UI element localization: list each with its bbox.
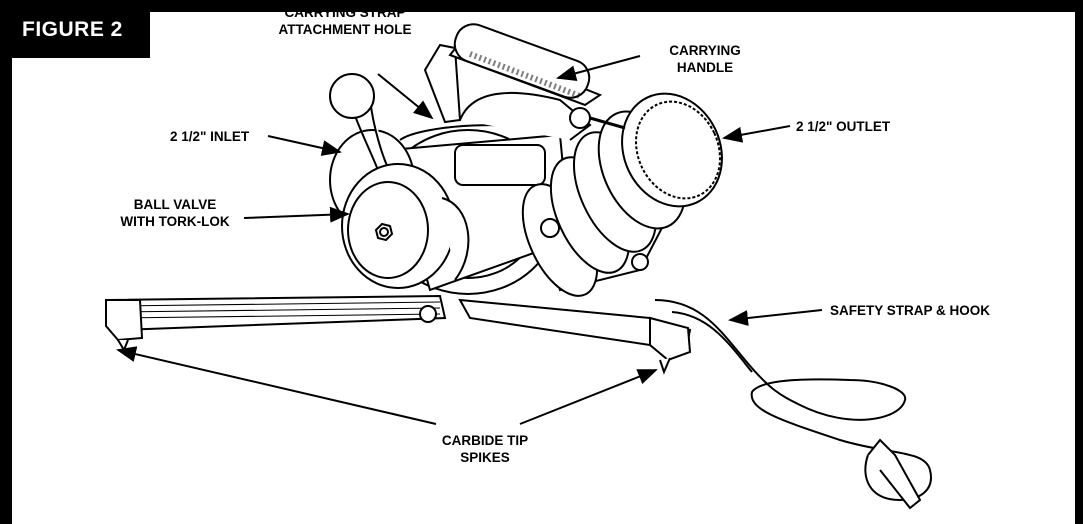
callout-line: 2 1/2" INLET <box>170 129 250 144</box>
callout-line: HANDLE <box>676 60 734 75</box>
leader-strap-hole <box>377 73 434 120</box>
figure-label: FIGURE 2 <box>22 18 123 41</box>
leader-handle <box>556 55 641 82</box>
safety-strap <box>654 299 932 510</box>
callout-inlet: 2 1/2" INLET <box>170 128 249 145</box>
callout-line: SPIKES <box>460 450 510 465</box>
callout-outlet: 2 1/2" OUTLET <box>796 118 890 135</box>
callout-line: WITH TORK-LOK <box>120 214 230 229</box>
ball-valve-wheel <box>341 163 470 289</box>
outlet-coupling <box>521 92 723 297</box>
callout-line: CARRYING STRAP <box>284 5 406 20</box>
callout-carbide-spikes: CARBIDE TIP SPIKES <box>420 432 550 466</box>
figure-panel-top <box>150 12 1075 72</box>
leader-ball-valve <box>243 206 350 223</box>
callout-line: ATTACHMENT HOLE <box>278 22 412 37</box>
callout-safety-strap: SAFETY STRAP & HOOK <box>830 302 990 319</box>
leader-outlet <box>722 125 791 143</box>
leader-spike-right <box>519 369 658 425</box>
carrying-handle <box>423 23 626 141</box>
leg-assembly <box>105 294 692 375</box>
callout-line: 2 1/2" OUTLET <box>796 119 891 134</box>
callout-line: CARBIDE TIP <box>441 433 529 448</box>
callout-ball-valve: BALL VALVE WITH TORK-LOK <box>100 196 250 230</box>
leader-spike-left <box>116 346 437 425</box>
callout-line: CARRYING <box>669 43 741 58</box>
leader-safety-strap <box>728 309 823 327</box>
leader-inlet <box>267 135 342 156</box>
callout-carrying-strap-hole: CARRYING STRAP ATTACHMENT HOLE <box>240 4 450 38</box>
callout-carrying-handle: CARRYING HANDLE <box>650 42 760 76</box>
callout-leaders <box>116 55 823 425</box>
callout-line: BALL VALVE <box>133 197 217 212</box>
callout-line: SAFETY STRAP & HOOK <box>830 303 991 318</box>
